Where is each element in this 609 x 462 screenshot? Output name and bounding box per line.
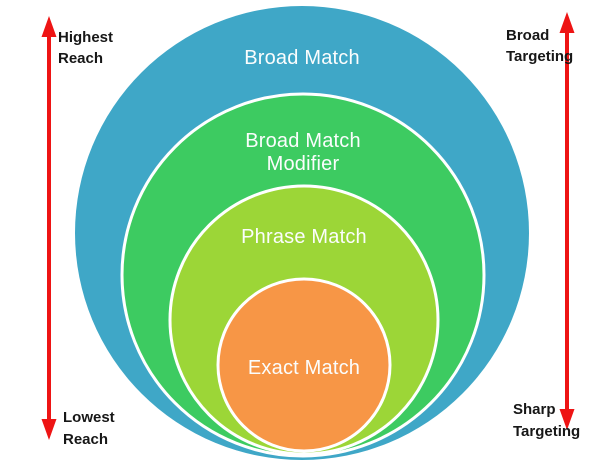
ring-label-exact-match: Exact Match: [248, 357, 360, 379]
targeting-arrow: [559, 12, 575, 430]
reach-arrow-head-up: [41, 16, 57, 37]
lowest-reach-label-line2: Reach: [63, 431, 108, 448]
ring-label-broad-match-modifier-line1: Broad Match: [245, 130, 361, 152]
ring-exact-match: [216, 277, 392, 453]
broad-targeting-label-line1: Broad: [506, 27, 549, 44]
lowest-reach-label-line1: Lowest: [63, 409, 115, 426]
sharp-targeting-label-line2: Targeting: [513, 423, 580, 440]
ring-label-broad-match: Broad Match: [244, 47, 360, 69]
highest-reach-label-line1: Highest: [58, 29, 113, 46]
reach-arrow: [41, 16, 57, 440]
targeting-arrow-head-up: [559, 12, 575, 33]
ring-label-broad-match-modifier-line2: Modifier: [267, 153, 340, 175]
reach-arrow-head-down: [41, 419, 57, 440]
side-labels: Highest Reach Lowest Reach Broad Targeti…: [58, 27, 580, 448]
nested-rings: [75, 6, 529, 460]
highest-reach-label-line2: Reach: [58, 50, 103, 67]
targeting-arrow-head-down: [559, 409, 575, 430]
sharp-targeting-label-line1: Sharp: [513, 401, 556, 418]
broad-targeting-label-line2: Targeting: [506, 48, 573, 65]
ring-label-phrase-match: Phrase Match: [241, 226, 367, 248]
